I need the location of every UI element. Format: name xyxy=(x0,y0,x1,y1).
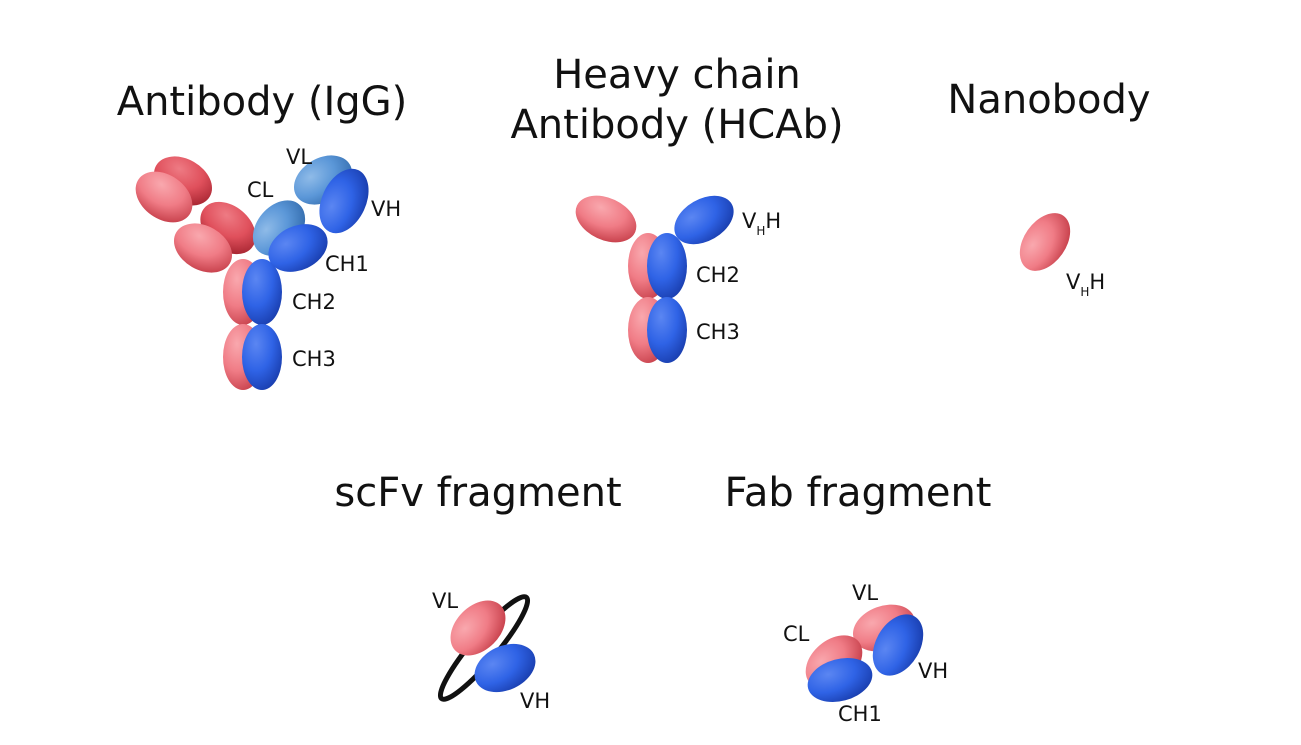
scfv-label-vl: VL xyxy=(432,589,458,613)
hcab-title-line1: Heavy chain xyxy=(553,52,801,98)
scfv-label-vh: VH xyxy=(520,689,550,713)
nanobody-title: Nanobody xyxy=(947,77,1150,123)
hcab-right-vhh-domain xyxy=(674,195,734,245)
hcab-label-vhh: VHH xyxy=(742,209,781,238)
hcab-ch2-domain-right xyxy=(647,233,687,299)
igg-ch3-domain-right xyxy=(242,324,282,390)
fab-ch1-domain xyxy=(807,657,873,703)
fab-label-ch1: CH1 xyxy=(838,702,882,726)
nanobody-label-vhh: VHH xyxy=(1066,270,1105,299)
igg-label-vl: VL xyxy=(286,145,312,169)
igg-label-ch3: CH3 xyxy=(292,347,336,371)
igg-left-light-cl-domain xyxy=(173,223,233,273)
hcab-label-ch3: CH3 xyxy=(696,320,740,344)
scfv-title: scFv fragment xyxy=(334,470,621,516)
hcab-left-vhh-domain xyxy=(575,195,637,243)
igg-left-light-vl-domain xyxy=(135,171,193,223)
igg-label-cl: CL xyxy=(247,178,274,202)
scfv-vh-domain xyxy=(474,643,536,693)
fab-title: Fab fragment xyxy=(725,470,992,516)
hcab-group: Heavy chain Antibody (HCAb) VHH CH2 CH3 xyxy=(510,52,844,363)
scfv-vl-domain xyxy=(450,600,506,656)
igg-label-vh: VH xyxy=(371,197,401,221)
fab-label-vl: VL xyxy=(852,581,878,605)
nanobody-vhh-domain xyxy=(1019,213,1071,271)
nanobody-group: Nanobody VHH xyxy=(947,77,1150,299)
fab-vh-domain xyxy=(872,614,924,676)
fab-group: Fab fragment VL CL VH CH1 xyxy=(725,470,992,726)
igg-right-heavy-ch1-domain xyxy=(268,224,328,272)
hcab-title-line2: Antibody (HCAb) xyxy=(510,102,843,148)
igg-title: Antibody (IgG) xyxy=(117,79,408,125)
igg-group: Antibody (IgG) VL CL VH CH1 CH2 CH3 xyxy=(117,79,408,390)
igg-ch2-domain-right xyxy=(242,259,282,325)
igg-label-ch1: CH1 xyxy=(325,252,369,276)
fab-label-cl: CL xyxy=(783,622,810,646)
scfv-group: scFv fragment VL VH xyxy=(334,470,621,713)
igg-right-heavy-vh-domain xyxy=(319,168,369,234)
hcab-label-ch2: CH2 xyxy=(696,263,740,287)
fab-label-vh: VH xyxy=(918,659,948,683)
igg-label-ch2: CH2 xyxy=(292,290,336,314)
hcab-ch3-domain-right xyxy=(647,297,687,363)
